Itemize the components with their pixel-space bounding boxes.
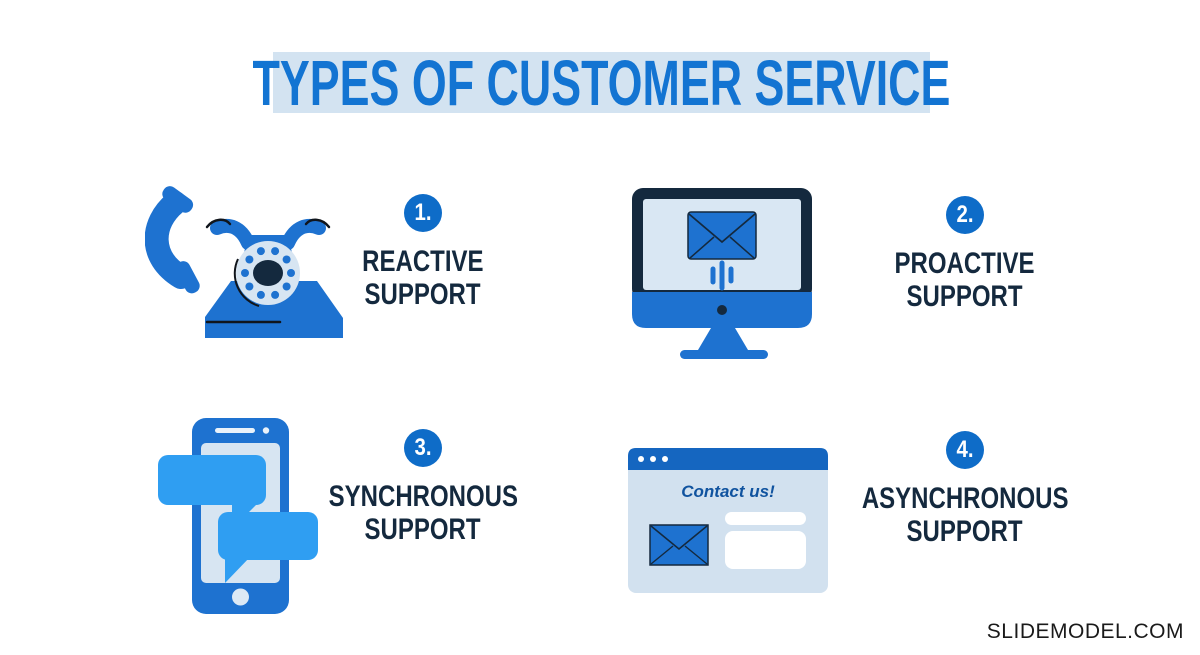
rotary-phone-icon — [145, 186, 343, 338]
item-2-number-badge: 2. — [946, 196, 984, 234]
watermark: SLIDEMODEL.COM — [986, 620, 1184, 643]
item-3-label-line1: SYNCHRONOUS — [328, 480, 518, 513]
item-2-label-line2: SUPPORT — [906, 280, 1024, 313]
item-4-number: 4. — [956, 436, 974, 463]
item-1-label-line2: SUPPORT — [364, 278, 482, 311]
item-1-number: 1. — [414, 199, 432, 226]
item-2-number: 2. — [956, 201, 974, 228]
item-4-label: ASYNCHRONOUS SUPPORT — [836, 482, 1094, 548]
item-4-label-line1: ASYNCHRONOUS — [861, 482, 1069, 515]
title-banner: TYPES OF CUSTOMER SERVICE — [253, 51, 951, 115]
item-1: 1. REACTIVE SUPPORT — [313, 194, 533, 311]
browser-contact-form-icon: Contact us! — [628, 448, 828, 593]
smartphone-chat-icon — [158, 418, 318, 614]
item-4-label-line2: SUPPORT — [906, 515, 1024, 548]
item-1-label: REACTIVE SUPPORT — [347, 245, 499, 311]
page-title: TYPES OF CUSTOMER SERVICE — [252, 46, 951, 119]
item-1-label-line1: REACTIVE — [362, 245, 484, 278]
item-2-label-line1: PROACTIVE — [894, 247, 1036, 280]
desktop-email-icon — [632, 188, 812, 359]
item-1-number-badge: 1. — [404, 194, 442, 232]
form-field-small — [725, 512, 806, 525]
item-3-label: SYNCHRONOUS SUPPORT — [305, 480, 542, 546]
item-2: 2. PROACTIVE SUPPORT — [855, 196, 1075, 313]
item-4: 4. ASYNCHRONOUS SUPPORT — [855, 431, 1075, 548]
item-4-number-badge: 4. — [946, 431, 984, 469]
item-3-number-badge: 3. — [404, 429, 442, 467]
item-3-number: 3. — [414, 434, 432, 461]
item-3: 3. SYNCHRONOUS SUPPORT — [313, 429, 533, 546]
item-2-label: PROACTIVE SUPPORT — [877, 247, 1052, 313]
form-field-large — [725, 531, 806, 569]
contact-us-heading: Contact us! — [681, 482, 775, 501]
item-3-label-line2: SUPPORT — [364, 513, 482, 546]
